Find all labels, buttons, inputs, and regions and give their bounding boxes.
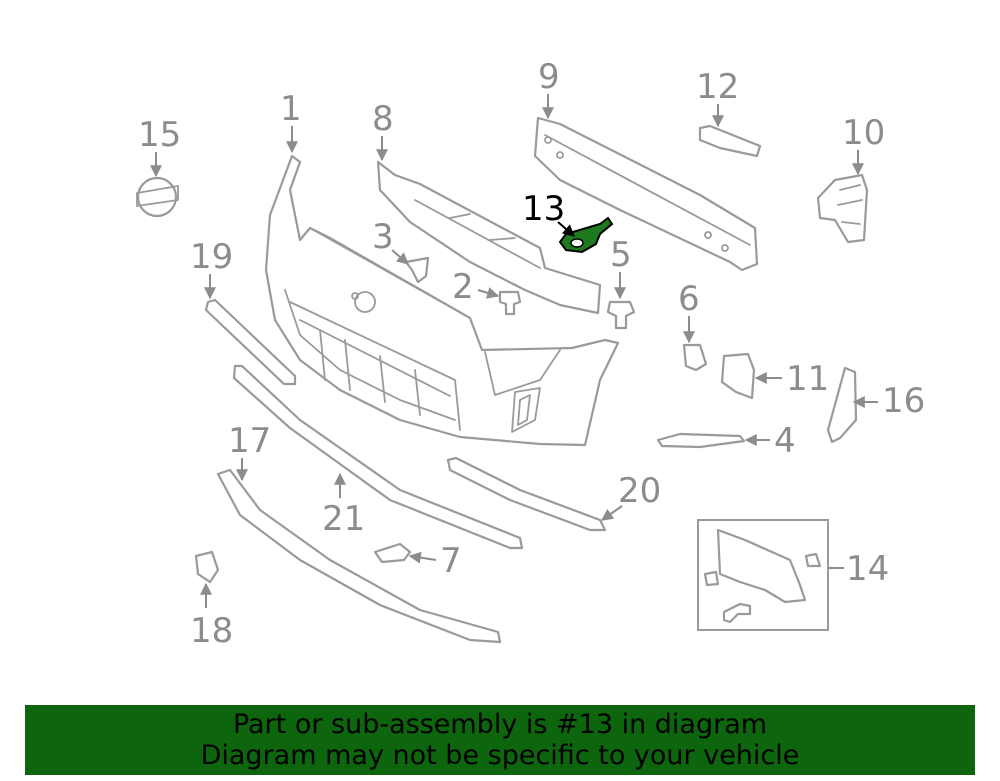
banner-line-2: Diagram may not be specific to your vehi… bbox=[200, 740, 800, 771]
callout-18: 18 bbox=[190, 582, 233, 651]
callout-label: 9 bbox=[538, 57, 560, 97]
part-16-side-bracket bbox=[826, 366, 858, 444]
part-10-side-bracket bbox=[816, 173, 869, 244]
callout-label: 18 bbox=[190, 611, 233, 651]
callout-label: 11 bbox=[786, 359, 829, 399]
callout-6: 6 bbox=[678, 279, 700, 344]
parts-diagram: 1 2 3 4 5 6 7 8 9 10 11 12 bbox=[136, 57, 925, 651]
callout-4: 4 bbox=[744, 421, 796, 461]
part-15-emblem bbox=[136, 176, 179, 218]
callout-9: 9 bbox=[538, 57, 560, 120]
callout-7: 7 bbox=[408, 541, 462, 581]
part-14-kit-box bbox=[697, 519, 829, 631]
callout-19: 19 bbox=[190, 237, 233, 300]
callout-1: 1 bbox=[280, 89, 302, 154]
part-8-absorber bbox=[376, 160, 602, 315]
callout-label: 3 bbox=[372, 217, 394, 257]
part-2-clip bbox=[498, 290, 522, 316]
callout-12: 12 bbox=[696, 67, 739, 128]
callout-label: 8 bbox=[372, 99, 394, 139]
part-20-trim-strip bbox=[446, 456, 607, 532]
callout-11: 11 bbox=[754, 359, 829, 399]
callout-label: 10 bbox=[842, 113, 885, 153]
callout-label: 4 bbox=[774, 421, 796, 461]
callout-label: 20 bbox=[618, 471, 661, 511]
callout-8: 8 bbox=[372, 99, 394, 162]
part-4-bracket-strip bbox=[656, 432, 746, 449]
part-13-tow-hook bbox=[558, 216, 614, 254]
part-12-bracket bbox=[698, 124, 762, 158]
callout-label: 15 bbox=[138, 115, 181, 155]
callout-label: 14 bbox=[846, 549, 889, 589]
callout-2: 2 bbox=[452, 267, 500, 307]
callout-15: 15 bbox=[138, 115, 181, 178]
callout-label: 1 bbox=[280, 89, 302, 129]
callout-label: 6 bbox=[678, 279, 700, 319]
part-18-clip bbox=[194, 550, 220, 584]
callout-14: 14 bbox=[828, 549, 889, 589]
part-19-side-molding bbox=[204, 298, 297, 386]
callout-label: 16 bbox=[882, 381, 925, 421]
callout-label: 19 bbox=[190, 237, 233, 277]
callout-10: 10 bbox=[842, 113, 885, 176]
callout-label: 5 bbox=[610, 235, 632, 275]
part-3-bracket bbox=[404, 256, 430, 284]
callout-label: 7 bbox=[440, 541, 462, 581]
part-1-bumper-fascia bbox=[264, 154, 620, 447]
part-9-reinforcement bbox=[533, 116, 759, 272]
banner-line-1: Part or sub-assembly is #13 in diagram bbox=[232, 709, 768, 740]
callout-21: 21 bbox=[322, 472, 365, 539]
callout-3: 3 bbox=[372, 217, 409, 265]
part-11-bracket bbox=[720, 352, 756, 400]
part-5-clip bbox=[606, 300, 636, 330]
callout-17: 17 bbox=[228, 421, 271, 482]
callout-label: 17 bbox=[228, 421, 271, 461]
callout-16: 16 bbox=[852, 381, 925, 421]
callout-13-highlighted: 13 bbox=[522, 189, 575, 237]
callout-label: 2 bbox=[452, 267, 474, 307]
callout-20: 20 bbox=[601, 471, 661, 521]
callout-label: 21 bbox=[322, 499, 365, 539]
part-17-lower-spoiler bbox=[216, 468, 502, 644]
callout-5: 5 bbox=[610, 235, 632, 300]
part-7-small-bracket bbox=[373, 542, 412, 564]
part-21-lower-strip bbox=[232, 364, 524, 550]
part-6-plug bbox=[682, 343, 708, 372]
info-banner: Part or sub-assembly is #13 in diagram D… bbox=[25, 705, 975, 775]
callout-label: 12 bbox=[696, 67, 739, 107]
